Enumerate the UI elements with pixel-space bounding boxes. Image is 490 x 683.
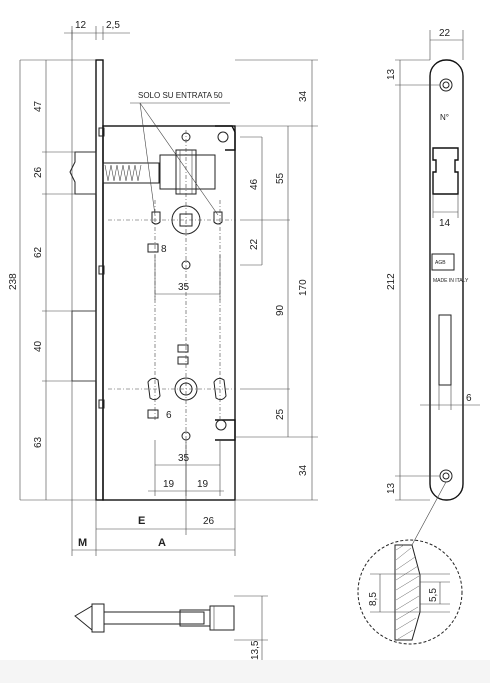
dim-55: 55 <box>275 172 286 184</box>
footer-band <box>0 660 490 683</box>
dim-label-M: M <box>78 537 87 549</box>
dim-8-5: 8,5 <box>368 592 379 606</box>
dim-14: 14 <box>439 218 451 229</box>
dim-63: 63 <box>33 436 44 448</box>
dim-238: 238 <box>8 273 19 290</box>
dim-26-left: 26 <box>33 166 44 178</box>
cylinder-zone <box>147 344 227 441</box>
dim-22-top: 22 <box>439 28 451 39</box>
dim-19-b: 19 <box>197 479 209 490</box>
faceplate <box>395 30 480 501</box>
dim-40: 40 <box>33 340 44 352</box>
dim-25: 25 <box>275 408 286 420</box>
dim-26-bottom: 26 <box>203 516 215 527</box>
dim-label-A: A <box>158 537 166 549</box>
latch-bolt <box>69 149 216 195</box>
dim-35-bottom: 35 <box>178 453 190 464</box>
dim-13-bottom: 13 <box>386 482 397 494</box>
brand-plate-label: AGB <box>435 260 446 266</box>
dim-34-bottom: 34 <box>298 464 309 476</box>
bottom-dimensions <box>71 450 236 556</box>
top-dimensions <box>64 26 130 40</box>
dim-6-left: 6 <box>166 410 172 421</box>
dim-47: 47 <box>33 100 44 112</box>
origin-label: MADE IN ITALY <box>433 278 469 284</box>
note-label: SOLO SU ENTRATA 50 <box>138 91 223 100</box>
dim-13-top: 13 <box>386 68 397 80</box>
center-lines <box>108 130 236 450</box>
dim-6-right: 6 <box>466 393 472 404</box>
right-dimensions <box>235 59 318 501</box>
dim-62: 62 <box>33 246 44 258</box>
spindle <box>74 595 268 660</box>
left-dimensions <box>19 59 96 501</box>
dim-22-mid: 22 <box>249 238 260 250</box>
dim-19-a: 19 <box>163 479 175 490</box>
number-mark: N° <box>440 113 449 122</box>
dim-170: 170 <box>298 279 309 296</box>
dim-2-5: 2,5 <box>106 20 120 31</box>
dim-90: 90 <box>275 304 286 316</box>
dim-5-5: 5,5 <box>428 588 439 602</box>
follower <box>147 132 223 270</box>
dim-12: 12 <box>75 20 87 31</box>
lock-body <box>102 125 236 501</box>
front-plate <box>71 30 104 501</box>
detail-view <box>357 481 463 645</box>
dim-8: 8 <box>161 244 167 255</box>
dim-label-E: E <box>138 515 145 527</box>
dim-35-top: 35 <box>178 282 190 293</box>
plate-screws <box>71 127 105 409</box>
dim-13-5: 13,5 <box>250 640 261 660</box>
dim-212: 212 <box>386 273 397 290</box>
note-leaders <box>130 102 230 216</box>
dim-46: 46 <box>249 178 260 190</box>
dim-34-top: 34 <box>298 90 309 102</box>
